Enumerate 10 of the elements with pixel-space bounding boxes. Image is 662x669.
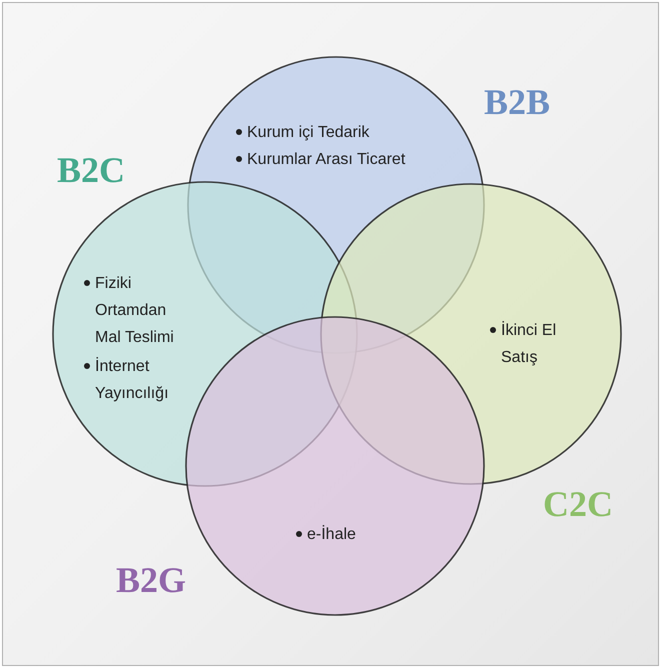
bullet-text: e-İhale — [307, 524, 356, 545]
category-heading: C2C — [543, 484, 613, 524]
bullet-text: İnternet Yayıncılığı — [95, 356, 170, 404]
category-heading: B2G — [116, 560, 186, 600]
category-heading: B2B — [484, 82, 550, 122]
category-heading: B2C — [57, 150, 126, 190]
bullet-text: İkinci El Satış — [501, 320, 558, 368]
bullet-text: Kurumlar Arası Ticaret — [247, 150, 406, 170]
bullet-text: Fiziki Ortamdan Mal Teslimi — [95, 274, 175, 348]
bullet-text: Kurum içi Tedarik — [247, 123, 370, 143]
